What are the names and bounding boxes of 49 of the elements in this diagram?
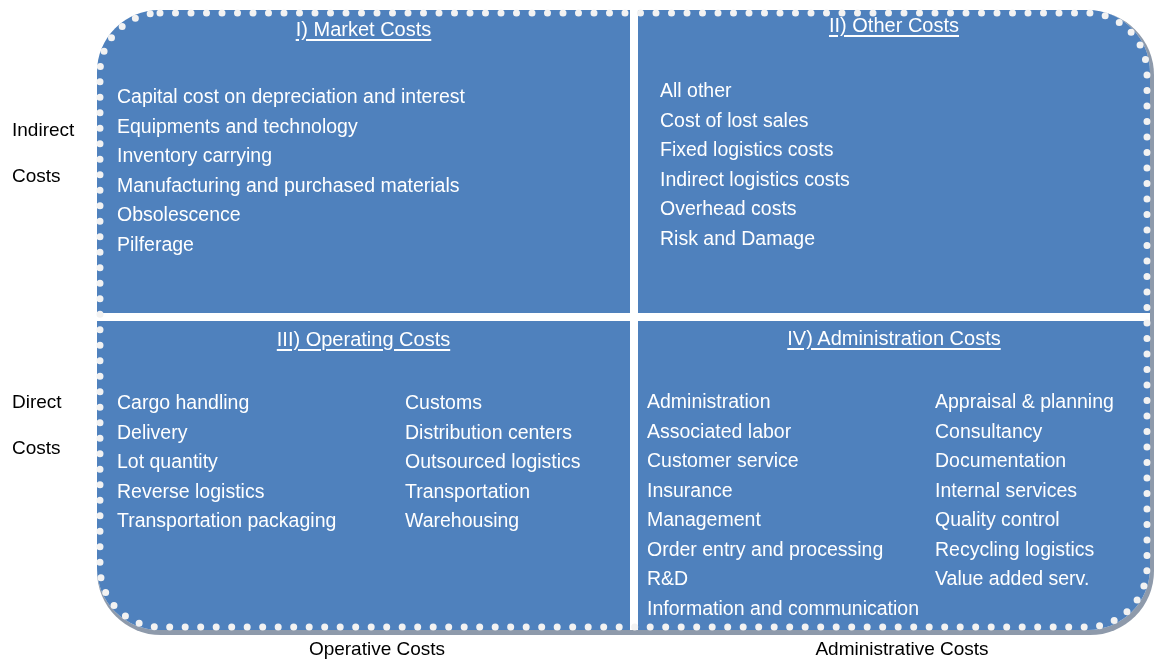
axis-label: Operative Costs [307,638,447,660]
cost-quadrant [638,321,1150,630]
cost-item: Order entry and processing [647,536,885,562]
cost-item: Capital cost on depreciation and interest [117,84,465,109]
cost-item: Customs [405,390,483,415]
cost-item: Administration [647,389,772,414]
cost-item: Transportation [405,478,531,504]
cost-item: Internal services [935,477,1078,503]
quadrant-heading: III) Operating Costs [276,328,451,350]
axis-label: Direct Costs [12,390,63,460]
cost-item: R&D [647,566,690,591]
cost-item: Information and communication [647,595,920,621]
cost-item: Cargo handling [117,390,251,415]
cost-item: Consultancy [935,418,1044,444]
cost-item: Lot quantity [117,449,219,474]
cost-item: Inventory carrying [117,143,273,168]
cost-item: Pilferage [117,231,195,257]
quadrant-heading: I) Market Costs [295,18,432,40]
cost-item: Customer service [647,448,800,473]
cost-item: Overhead costs [660,196,798,221]
quadrant-heading: IV) Administration Costs [787,327,1001,349]
cost-quadrant [638,10,1150,313]
quadrant-heading: II) Other Costs [829,14,959,36]
axis-label: Indirect Costs [12,118,76,188]
cost-item: Documentation [935,448,1068,473]
cost-item: Delivery [117,419,189,445]
cost-item: Recycling logistics [935,536,1096,562]
cost-item: Management [647,507,762,532]
cost-item: Obsolescence [117,202,242,227]
cost-item: Transportation packaging [117,508,337,533]
cost-item: Indirect logistics costs [660,166,850,192]
cost-item: Equipments and technology [117,113,359,139]
cost-item: Distribution centers [405,419,573,445]
cost-quadrant [97,321,630,630]
cost-item: Associated labor [647,418,793,444]
cost-item: All other [660,78,733,103]
axis-label: Administrative Costs [814,638,990,660]
cost-item: Warehousing [405,508,521,533]
cost-item: Cost of lost sales [660,107,810,133]
cost-item: Appraisal & planning [935,389,1114,414]
cost-item: Insurance [647,477,734,503]
cost-item: Quality control [935,507,1061,532]
cost-item: Risk and Damage [660,225,816,251]
cost-item: Reverse logistics [117,478,266,504]
cost-item: Manufacturing and purchased materials [117,172,461,198]
cost-item: Fixed logistics costs [660,137,835,162]
cost-quadrant [97,10,630,313]
cost-item: Outsourced logistics [405,449,581,474]
cost-item: Value added serv. [935,566,1091,591]
